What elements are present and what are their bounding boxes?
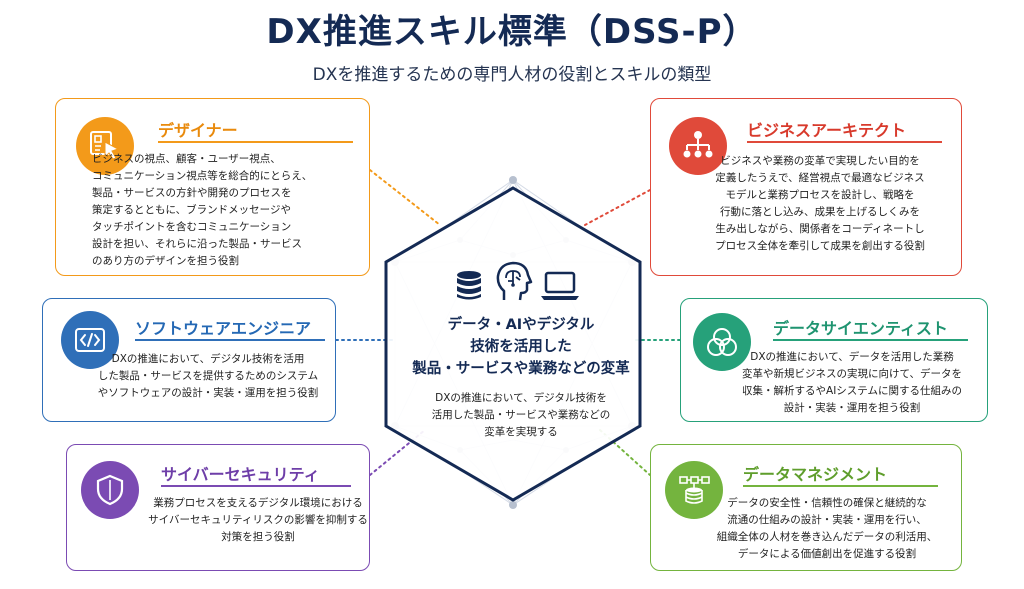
designer-underline (158, 141, 353, 143)
business-architect-title: ビジネスアーキテクト (747, 121, 907, 140)
code-icon (75, 328, 105, 352)
venn-icon (707, 328, 737, 356)
software-engineer-description: DXの推進において、デジタル技術を活用 した製品・サービスを提供するためのシステ… (97, 353, 319, 399)
page-subtitle: DXを推進するための専門人材の役割とスキルの類型 (312, 65, 712, 85)
data-management-icon-circle (665, 461, 723, 519)
designer-title: デザイナー (158, 121, 238, 140)
designer-icon-circle (76, 117, 134, 175)
role-card-data-management: データマネジメント データの安全性・信頼性の確保と継続的な 流通の仕組みの設計・… (650, 444, 962, 571)
connector-business-architect (584, 189, 651, 226)
business-architect-description: ビジネスや業務の変革で実現したい目的を 定義したうえで、経営視点で最適なビジネス… (715, 155, 925, 252)
laptop-icon (541, 271, 579, 300)
cyber-security-title: サイバーセキュリティ (161, 465, 320, 484)
center-sub-text: DXの推進において、デジタル技術を 活用した製品・サービスや業務などの 変革を実… (431, 392, 611, 438)
head-ai-icon (496, 261, 533, 301)
cyber-security-underline (161, 485, 351, 487)
data-scientist-underline (773, 339, 968, 341)
role-card-software-engineer: ソフトウェアエンジニア DXの推進において、デジタル技術を活用 した製品・サービ… (42, 298, 336, 422)
data-scientist-description: DXの推進において、データを活用した業務 変革や新規ビジネスの実現に向けて、デー… (742, 351, 962, 414)
center-hexagon (384, 186, 642, 502)
center-main-text: データ・AIやデジタル 技術を活用した 製品・サービスや業務などの変革 (412, 317, 630, 377)
database-icon (457, 271, 481, 300)
software-engineer-title: ソフトウェアエンジニア (135, 319, 312, 338)
shield-icon (96, 474, 124, 506)
page-title: DX推進スキル標準（DSS-P） (266, 12, 758, 52)
hierarchy-icon (683, 131, 713, 158)
data-management-underline (743, 485, 938, 487)
connector-designer (369, 169, 441, 226)
designer-description: ビジネスの視点、顧客・ユーザー視点、 コミュニケーション視点等を総合的にとらえ、… (92, 153, 313, 267)
data-management-description: データの安全性・信頼性の確保と継続的な 流通の仕組みの設計・実装・運用を行い、 … (716, 497, 938, 560)
data-flow-icon (679, 476, 710, 504)
role-card-business-architect: ビジネスアーキテクト ビジネスや業務の変革で実現したい目的を 定義したうえで、経… (650, 98, 962, 276)
role-card-cyber-security: サイバーセキュリティ 業務プロセスを支えるデジタル環境における サイバーセキュリ… (66, 444, 370, 571)
software-engineer-underline (135, 339, 325, 341)
role-card-designer: デザイナー ビジネスの視点、顧客・ユーザー視点、 コミュニケーション視点等を総合… (55, 98, 370, 276)
data-scientist-title: データサイエンティスト (773, 319, 948, 338)
design-cursor-icon (90, 131, 120, 160)
data-scientist-icon-circle (693, 313, 751, 371)
cyber-security-description: 業務プロセスを支えるデジタル環境における サイバーセキュリティリスクの影響を抑制… (148, 497, 368, 543)
role-card-data-scientist: データサイエンティスト DXの推進において、データを活用した業務 変革や新規ビジ… (680, 298, 988, 422)
data-management-title: データマネジメント (743, 465, 888, 484)
business-architect-icon-circle (669, 117, 727, 175)
business-architect-underline (747, 141, 942, 143)
cyber-security-icon-circle (81, 461, 139, 519)
software-engineer-icon-circle (61, 311, 119, 369)
